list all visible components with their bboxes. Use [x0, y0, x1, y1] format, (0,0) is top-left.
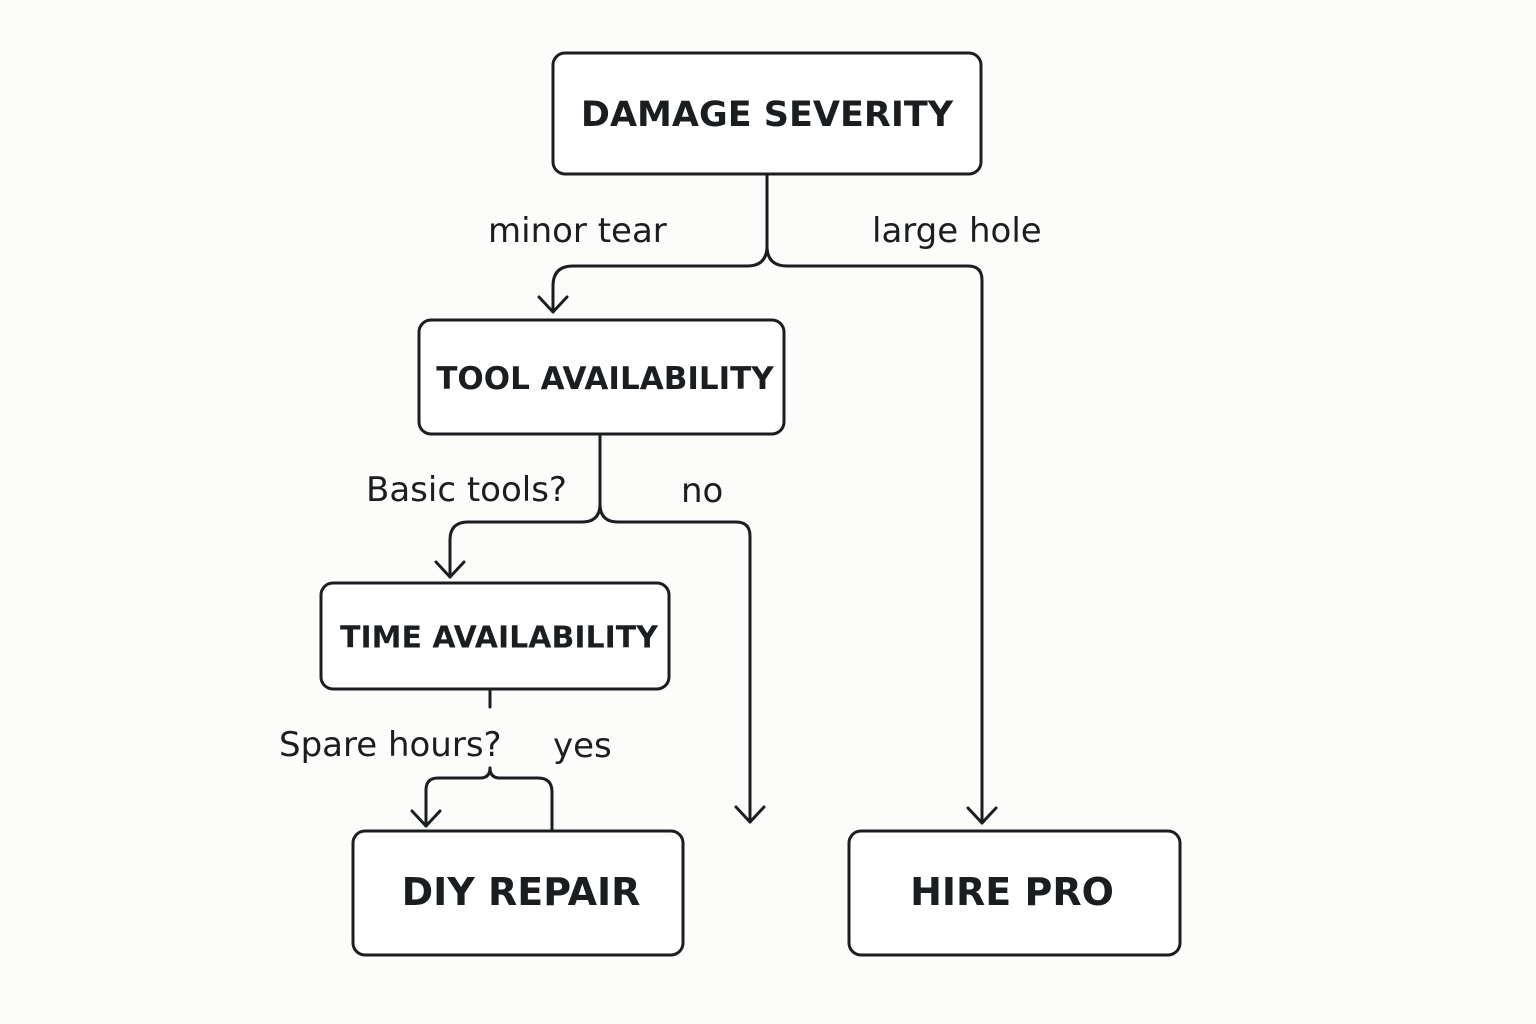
node-tool-availability-label: TOOL AVAILABILITY	[436, 361, 774, 397]
node-damage-severity-label: DAMAGE SEVERITY	[581, 95, 954, 135]
connector-minor-tear	[551, 244, 769, 314]
connector-no	[598, 502, 752, 824]
node-diy-repair-label: DIY REPAIR	[402, 870, 641, 914]
node-diy-repair: DIY REPAIR	[351, 829, 685, 957]
arrowhead-large-hole	[966, 806, 998, 825]
node-tool-availability: TOOL AVAILABILITY	[417, 318, 786, 436]
node-time-availability-box	[319, 581, 671, 691]
arrowhead-no	[734, 805, 766, 824]
connector-basic-tools	[448, 502, 602, 579]
arrowhead-minor-tear	[537, 295, 569, 314]
edge-label-large-hole: large hole	[872, 211, 1042, 251]
node-damage-severity: DAMAGE SEVERITY	[551, 51, 983, 176]
edge-label-yes: yes	[553, 726, 612, 766]
edge-label-spare-hours: Spare hours?	[279, 725, 502, 765]
node-tool-availability-box	[417, 318, 786, 436]
connector-yes	[488, 766, 554, 832]
arrowhead-spare-hours	[410, 809, 442, 828]
connector-large-hole	[765, 244, 984, 825]
node-hire-pro: HIRE PRO	[847, 829, 1182, 957]
connector-spare-hours	[424, 766, 492, 828]
edge-label-basic-tools: Basic tools?	[366, 470, 567, 510]
connectors	[410, 174, 998, 832]
node-hire-pro-box	[847, 829, 1182, 957]
edge-label-no: no	[681, 471, 723, 511]
node-time-availability: TIME AVAILABILITY	[319, 581, 671, 691]
edge-labels: minor tear large hole Basic tools? no Sp…	[279, 211, 1042, 766]
node-time-availability-label: TIME AVAILABILITY	[340, 621, 659, 656]
edge-label-minor-tear: minor tear	[488, 211, 667, 251]
node-hire-pro-label: HIRE PRO	[910, 870, 1114, 914]
arrowhead-basic-tools	[434, 560, 466, 579]
node-diy-repair-box	[351, 829, 685, 957]
node-damage-severity-box	[551, 51, 983, 176]
